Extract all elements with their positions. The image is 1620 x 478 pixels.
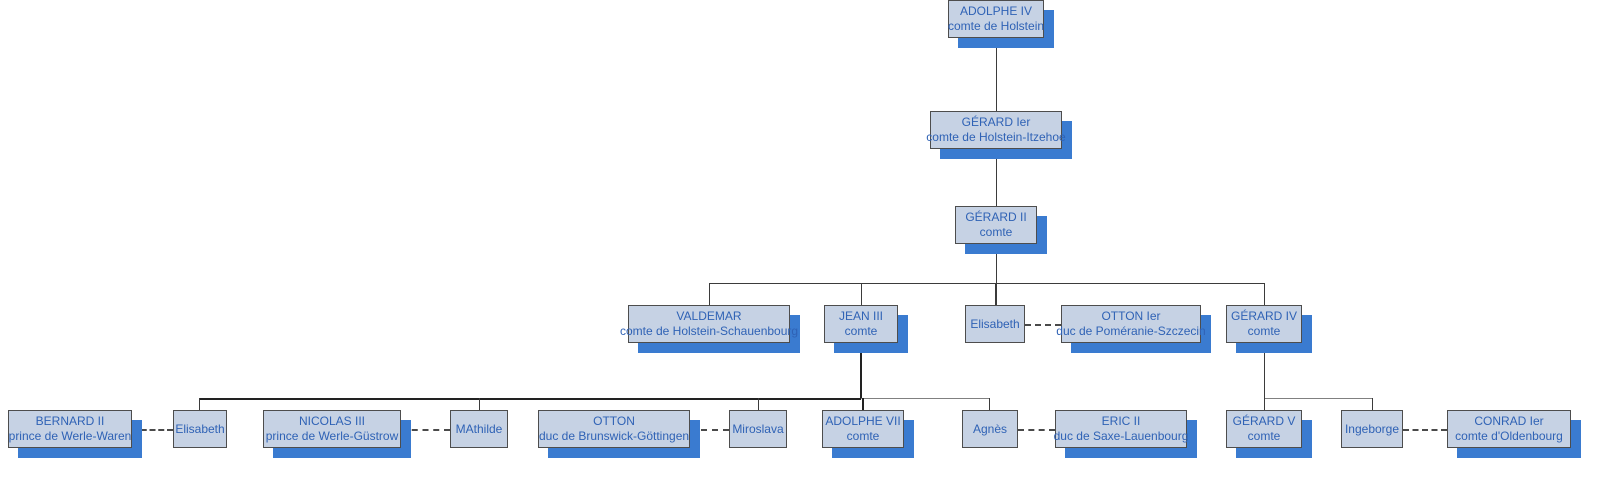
node-title: duc de Saxe-Lauenbourg — [1053, 429, 1189, 443]
node-name: JEAN III — [838, 309, 883, 323]
branch-drop-adolphe7 — [862, 398, 864, 410]
node-title: comte d'Oldenbourg — [1455, 429, 1563, 443]
node-title: comte de Holstein-Schauenbourg — [619, 324, 799, 338]
node-title: prince de Werle-Waren — [8, 429, 132, 443]
branch-drop-elisabeth-g5 — [199, 398, 200, 410]
connector-gerard4-drop — [1264, 343, 1265, 399]
node-title: comte — [979, 225, 1013, 239]
node-agnes[interactable]: Agnès — [962, 410, 1018, 448]
branch-drop-elisabeth-g4 — [995, 283, 996, 305]
node-name: VALDEMAR — [676, 309, 742, 323]
branch-drop-jean3 — [861, 283, 862, 305]
connector-jean3-drop — [860, 343, 862, 399]
node-name: Agnès — [972, 421, 1008, 436]
node-title: comte — [1247, 429, 1281, 443]
node-name: GÉRARD V — [1232, 414, 1296, 428]
branch-drop-gerard4 — [1264, 283, 1265, 305]
node-name: OTTON — [593, 414, 635, 428]
node-ingeborge[interactable]: Ingeborge — [1341, 410, 1403, 448]
node-name: GÉRARD IV — [1230, 309, 1297, 323]
connector-gerard2-drop — [996, 244, 997, 305]
node-title: prince de Werle-Güstrow — [265, 429, 399, 443]
node-name: Ingeborge — [1344, 421, 1400, 436]
node-elisabeth-g4[interactable]: Elisabeth — [965, 305, 1025, 343]
branch-drop-valdemar — [709, 283, 710, 305]
connector-gerard1-gerard2 — [996, 149, 997, 206]
sibling-bar-gerard4 — [1264, 398, 1373, 399]
node-name: GÉRARD Ier — [961, 115, 1031, 129]
node-name: GÉRARD II — [965, 210, 1027, 224]
node-title: duc de Poméranie-Szczecin — [1056, 324, 1206, 338]
node-name: BERNARD II — [35, 414, 105, 428]
branch-drop-agnes — [989, 398, 990, 410]
node-title: comte — [1247, 324, 1281, 338]
node-name: Elisabeth — [970, 316, 1020, 331]
node-name: MAthilde — [455, 421, 503, 436]
node-title: comte — [846, 429, 880, 443]
node-name: OTTON Ier — [1101, 309, 1161, 323]
branch-drop-mathilde — [479, 398, 480, 410]
branch-drop-gerard5 — [1264, 398, 1265, 410]
connector-adolphe4-gerard1 — [996, 38, 997, 111]
node-elisabeth-g5[interactable]: Elisabeth — [173, 410, 227, 448]
marriage-link-nicolas3-mathilde — [401, 429, 450, 431]
node-name: Elisabeth — [175, 421, 225, 436]
node-title: comte de Holstein — [947, 19, 1045, 33]
marriage-link-otton-miroslava — [690, 429, 729, 431]
node-title: comte — [844, 324, 878, 338]
marriage-link-ingeborge-conrad1 — [1403, 429, 1447, 431]
node-name: ERIC II — [1101, 414, 1141, 428]
node-mathilde[interactable]: MAthilde — [450, 410, 508, 448]
marriage-link-agnes-eric2 — [1018, 429, 1055, 431]
sibling-bar-jean3-left — [199, 398, 861, 400]
node-title: comte de Holstein-Itzehoe — [926, 130, 1066, 144]
node-title: duc de Brunswick-Göttingen — [538, 429, 690, 443]
node-name: ADOLPHE IV — [959, 4, 1033, 18]
branch-drop-ingeborge — [1372, 398, 1373, 410]
marriage-link-elisabeth-otton1 — [1025, 324, 1061, 326]
sibling-bar-jean3-right — [861, 398, 989, 399]
node-name: Miroslava — [732, 421, 784, 436]
marriage-link-bernard2-elisabeth — [132, 429, 173, 431]
branch-drop-miroslava — [758, 398, 759, 410]
node-name: CONRAD Ier — [1474, 414, 1544, 428]
node-name: ADOLPHE VII — [825, 414, 901, 428]
node-miroslava[interactable]: Miroslava — [729, 410, 787, 448]
sibling-bar-generation-4 — [709, 283, 1265, 284]
node-name: NICOLAS III — [298, 414, 366, 428]
